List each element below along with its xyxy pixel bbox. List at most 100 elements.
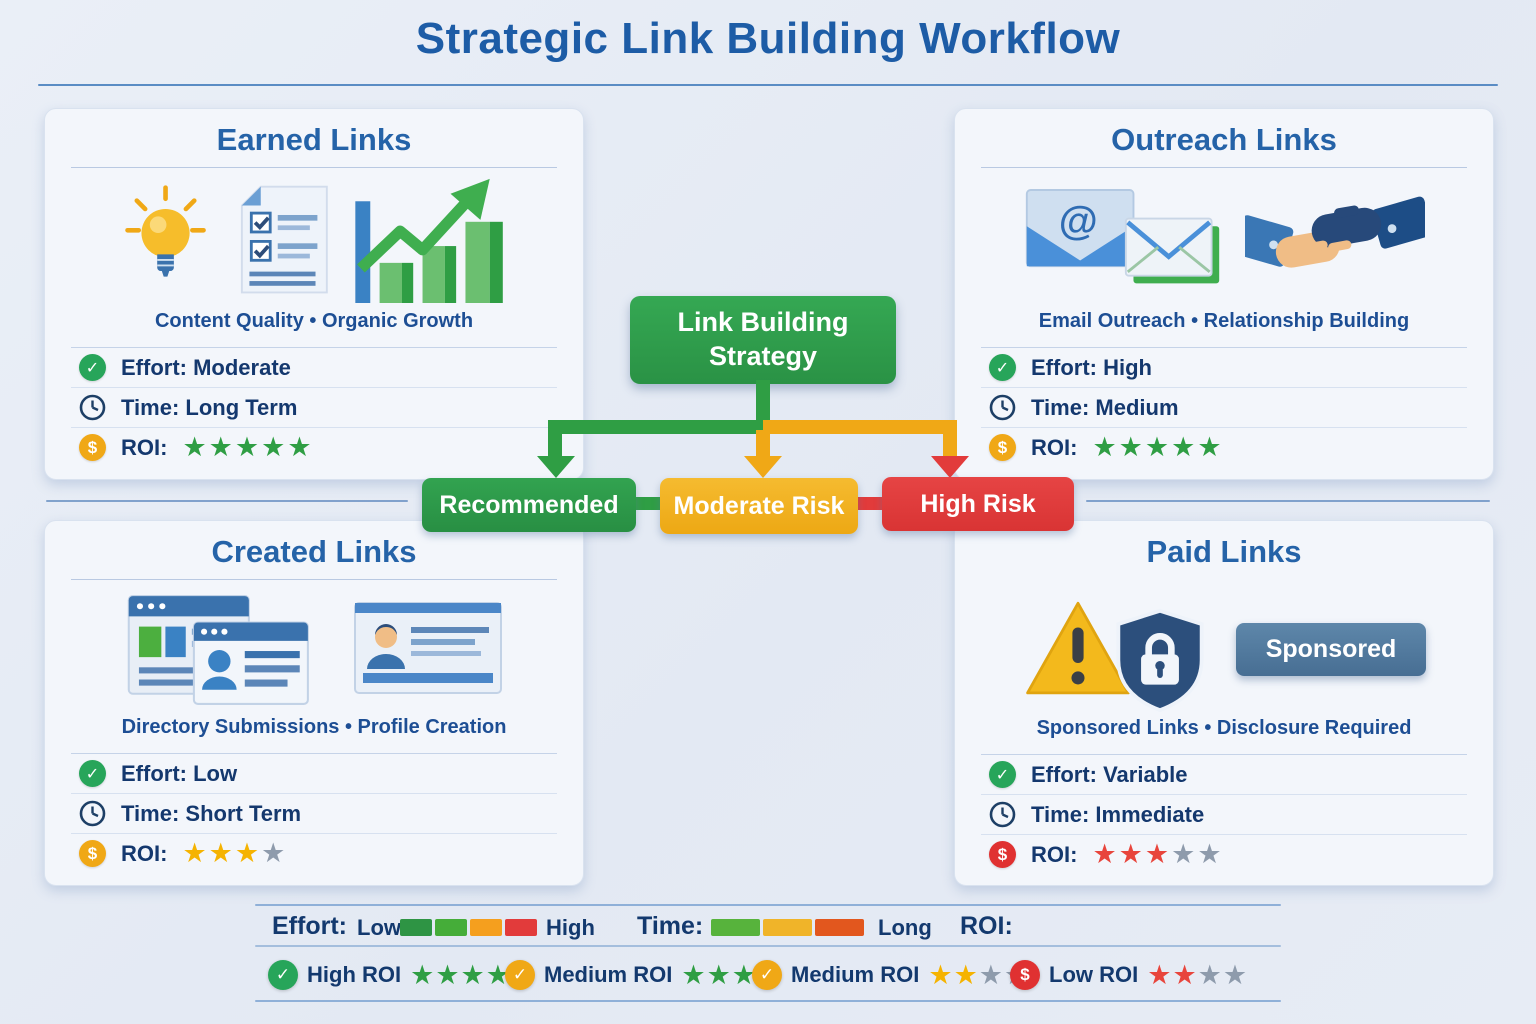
legend-effort-low: Low bbox=[357, 915, 401, 940]
moderate-risk-box: Moderate Risk bbox=[660, 478, 858, 534]
strategy-box: Link Building Strategy bbox=[630, 296, 896, 384]
effort-row: ✓ Effort: Variable bbox=[981, 755, 1467, 795]
arrow-down-amber-icon bbox=[744, 456, 782, 478]
connector-mid-drop bbox=[756, 430, 770, 458]
card-created-metrics: ✓ Effort: Low Time: Short Term $ ROI: ★★… bbox=[71, 753, 557, 873]
check-circle-icon: ✓ bbox=[989, 761, 1016, 788]
connector-left-drop bbox=[548, 430, 562, 458]
sponsored-badge: Sponsored bbox=[1235, 622, 1427, 676]
roi-row: $ ROI: ★★★★ bbox=[71, 834, 557, 873]
legend-item-medium-roi-2: ✓ Medium ROI ★★★★ bbox=[752, 960, 1029, 990]
legend-item-low-roi: $ Low ROI ★★★★ bbox=[1010, 960, 1248, 990]
legend-item-label: Medium ROI bbox=[791, 962, 920, 987]
check-circle-icon: ✓ bbox=[79, 760, 106, 787]
roi-stars: ★★★★★ bbox=[1092, 839, 1224, 869]
card-created-title: Created Links bbox=[211, 534, 417, 569]
legend-rule-mid bbox=[255, 945, 1281, 947]
time-row: Time: Immediate bbox=[981, 795, 1467, 835]
card-paid-title: Paid Links bbox=[1146, 534, 1302, 569]
legend-time-label: Time: bbox=[637, 912, 704, 940]
connector-right bbox=[763, 420, 957, 434]
clock-icon bbox=[989, 394, 1016, 421]
time-value: Time: Short Term bbox=[121, 800, 302, 826]
check-circle-icon: ✓ bbox=[268, 960, 298, 990]
card-outreach-title: Outreach Links bbox=[1111, 122, 1337, 157]
connector-right-drop bbox=[943, 430, 957, 458]
connector-rec-mod bbox=[634, 497, 662, 510]
svg-text:@: @ bbox=[1059, 199, 1098, 243]
arrow-down-red-icon bbox=[931, 456, 969, 478]
connector-left bbox=[548, 420, 763, 434]
effort-row: ✓ Effort: High bbox=[981, 348, 1467, 388]
roi-label: ROI: bbox=[1031, 841, 1078, 867]
dollar-coin-icon: $ bbox=[989, 434, 1016, 461]
directory-windows-icon bbox=[127, 594, 309, 705]
dollar-coin-icon: $ bbox=[79, 840, 106, 867]
effort-value: Effort: Variable bbox=[1031, 761, 1188, 787]
check-circle-icon: ✓ bbox=[79, 354, 106, 381]
arrow-down-green-icon bbox=[537, 456, 575, 478]
card-earned-caption: Content Quality • Organic Growth bbox=[154, 310, 474, 332]
checklist-document-icon bbox=[240, 185, 328, 294]
check-circle-icon: ✓ bbox=[505, 960, 535, 990]
time-value: Time: Medium bbox=[1031, 394, 1179, 420]
legend-item-label: High ROI bbox=[307, 962, 402, 987]
card-earned-title: Earned Links bbox=[216, 122, 412, 157]
legend-effort-label: Effort: bbox=[272, 912, 347, 940]
connector-mod-high bbox=[856, 497, 884, 510]
roi-label: ROI: bbox=[121, 840, 168, 866]
roi-stars: ★★★★★ bbox=[1092, 432, 1224, 462]
legend-item-stars: ★★★★ bbox=[1147, 959, 1249, 990]
dollar-circle-icon: $ bbox=[1010, 960, 1040, 990]
lightbulb-icon bbox=[125, 185, 206, 277]
dollar-coin-icon: $ bbox=[989, 841, 1016, 868]
effort-row: ✓ Effort: Low bbox=[71, 754, 557, 794]
legend-time-long: Long bbox=[878, 915, 932, 940]
legend-roi-label: ROI: bbox=[960, 912, 1013, 940]
divider bbox=[981, 167, 1467, 168]
section-divider-right bbox=[1086, 500, 1490, 502]
growth-chart-icon bbox=[355, 178, 503, 303]
card-paid-links: Paid Links Sponsored Sponsored Links • D… bbox=[954, 520, 1494, 886]
email-outreach-icon: @ bbox=[1025, 189, 1220, 284]
card-paid-metrics: ✓ Effort: Variable Time: Immediate $ ROI… bbox=[981, 754, 1467, 874]
warning-icon bbox=[1025, 601, 1130, 695]
effort-row: ✓ Effort: Moderate bbox=[71, 348, 557, 388]
card-paid-caption: Sponsored Links • Disclosure Required bbox=[1036, 717, 1412, 739]
roi-row: $ ROI: ★★★★★ bbox=[981, 835, 1467, 874]
divider bbox=[71, 167, 557, 168]
title-divider bbox=[38, 84, 1498, 86]
legend-item-stars: ★★★★ bbox=[410, 959, 511, 990]
roi-label: ROI: bbox=[1031, 434, 1078, 460]
effort-scale-bar bbox=[400, 919, 537, 936]
time-value: Time: Immediate bbox=[1031, 801, 1205, 827]
card-outreach-links: Outreach Links @ bbox=[954, 108, 1494, 480]
roi-stars: ★★★★ bbox=[182, 838, 288, 868]
time-row: Time: Medium bbox=[981, 388, 1467, 428]
legend-item-high-roi: ✓ High ROI ★★★★ bbox=[268, 960, 511, 990]
divider bbox=[71, 579, 557, 580]
legend-item-label: Medium ROI bbox=[544, 962, 673, 987]
legend-item-medium-roi-1: ✓ Medium ROI ★★★★ bbox=[505, 960, 782, 990]
card-earned-links: Earned Links bbox=[44, 108, 584, 480]
check-circle-icon: ✓ bbox=[752, 960, 782, 990]
roi-row: $ ROI: ★★★★★ bbox=[981, 428, 1467, 467]
clock-icon bbox=[79, 394, 106, 421]
legend-item-label: Low ROI bbox=[1049, 962, 1139, 987]
card-earned-metrics: ✓ Effort: Moderate Time: Long Term $ ROI… bbox=[71, 347, 557, 467]
roi-stars: ★★★★★ bbox=[182, 432, 314, 462]
connector-down bbox=[756, 380, 770, 424]
time-scale-bar bbox=[711, 919, 864, 936]
card-created-caption: Directory Submissions • Profile Creation bbox=[121, 716, 507, 738]
clock-icon bbox=[79, 800, 106, 827]
roi-label: ROI: bbox=[121, 434, 168, 460]
handshake-icon bbox=[1245, 196, 1425, 268]
card-outreach-caption: Email Outreach • Relationship Building bbox=[1038, 310, 1410, 332]
roi-row: $ ROI: ★★★★★ bbox=[71, 428, 557, 467]
effort-value: Effort: High bbox=[1031, 354, 1152, 380]
effort-value: Effort: Low bbox=[121, 760, 238, 786]
check-circle-icon: ✓ bbox=[989, 354, 1016, 381]
clock-icon bbox=[989, 801, 1016, 828]
page-title: Strategic Link Building Workflow bbox=[415, 14, 1121, 63]
